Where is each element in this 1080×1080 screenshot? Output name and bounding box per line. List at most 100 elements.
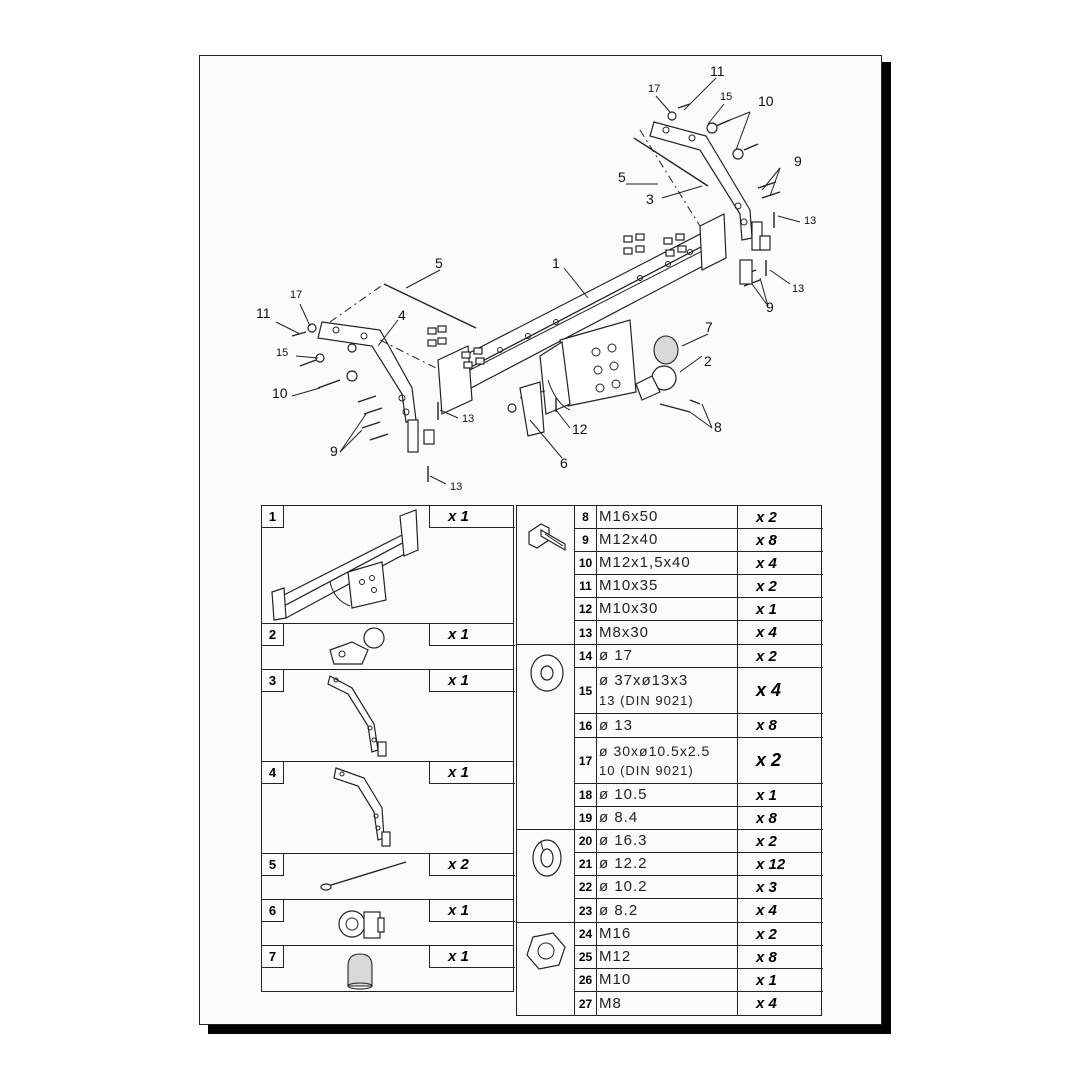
hw-spec: ø 17 <box>599 645 737 667</box>
hw-number: 10 <box>575 552 597 574</box>
hw-spec-line: ø 10.5 <box>599 786 648 803</box>
hw-spec-line: M10x30 <box>599 600 659 617</box>
callout-10-right: 10 <box>758 93 774 109</box>
hw-spec: M10x30 <box>599 598 737 620</box>
nut-cluster-left <box>427 325 485 369</box>
callout-15-right: 15 <box>720 91 732 103</box>
callout-13-c: 13 <box>462 413 474 425</box>
washer-group-cell <box>517 645 575 830</box>
hw-number: 25 <box>575 946 597 968</box>
right-bracket-part <box>649 121 763 251</box>
callout-8: 8 <box>714 419 722 435</box>
hw-row: 11 M10x35 x 2 <box>575 575 823 598</box>
hw-spec-line: M10x35 <box>599 577 659 594</box>
part-quantity: x 1 <box>429 762 515 784</box>
hw-number: 14 <box>575 645 597 667</box>
socket-plate-part <box>507 381 557 437</box>
hardware-table: 8 M16x50 x 2 9 M12x40 x 8 10 M12x1,5x40 … <box>516 505 823 1016</box>
crossmember-part <box>437 213 727 415</box>
callout-5-left: 5 <box>435 255 443 271</box>
left-bracket-part <box>317 321 419 453</box>
hw-quantity: x 4 <box>737 621 823 644</box>
hw-number: 11 <box>575 575 597 597</box>
part-quantity: x 1 <box>429 506 515 528</box>
major-parts-table: 1 x 1 2 x 1 3 x 1 4 x 1 <box>261 505 515 992</box>
hw-row: 22 ø 10.2 x 3 <box>575 876 823 899</box>
callout-6: 6 <box>560 455 568 471</box>
hw-spec: M12x40 <box>599 529 737 551</box>
hw-quantity: x 3 <box>737 876 823 898</box>
leader-lines <box>275 77 801 485</box>
part-row-5: 5 x 2 <box>262 854 515 900</box>
hw-spec-line: ø 8.2 <box>599 901 639 919</box>
hw-spec-line: M12x40 <box>599 531 659 548</box>
hw-spec: M8x30 <box>599 621 737 644</box>
hw-row: 18 ø 10.5 x 1 <box>575 784 823 807</box>
hw-quantity: x 2 <box>737 830 823 852</box>
hw-quantity: x 4 <box>737 899 823 922</box>
hw-spec-line: ø 8.4 <box>599 809 639 826</box>
hw-quantity: x 8 <box>737 807 823 829</box>
hw-row: 19 ø 8.4 x 8 <box>575 807 823 830</box>
hw-spec: ø 8.4 <box>599 807 737 829</box>
hw-quantity: x 1 <box>737 598 823 620</box>
hw-spec: ø 30xø10.5x2.5 10 (DIN 9021) <box>599 738 737 783</box>
hw-row: 9 M12x40 x 8 <box>575 529 823 552</box>
hw-row: 16 ø 13 x 8 <box>575 714 823 738</box>
part-row-2: 2 x 1 <box>262 624 515 670</box>
bracket-right-icon <box>327 675 387 757</box>
part-number: 3 <box>262 670 284 692</box>
tie-rod-icon <box>320 861 407 891</box>
hw-number: 21 <box>575 853 597 875</box>
hw-row: 25 M12 x 8 <box>575 946 823 969</box>
right-hangers <box>739 259 753 285</box>
callout-7: 7 <box>705 319 713 335</box>
hw-number: 20 <box>575 830 597 852</box>
hw-quantity: x 2 <box>737 575 823 597</box>
part-quantity: x 1 <box>429 670 515 692</box>
hw-quantity: x 2 <box>737 923 823 945</box>
callout-2: 2 <box>704 353 712 369</box>
crossmember-icon <box>271 509 419 621</box>
hw-row: 24 M16 x 2 <box>575 923 823 946</box>
hw-spec-line: ø 30xø10.5x2.5 <box>599 742 711 759</box>
hw-number: 16 <box>575 714 597 737</box>
hw-quantity: x 12 <box>737 853 823 875</box>
hw-spec-line: 10 (DIN 9021) <box>599 762 694 778</box>
callout-11-left: 11 <box>256 305 271 321</box>
callout-13-a: 13 <box>804 215 816 227</box>
part-number: 2 <box>262 624 284 646</box>
bolt-icon <box>528 523 566 552</box>
hw-quantity: x 4 <box>737 668 823 713</box>
hw-spec: ø 12.2 <box>599 853 737 875</box>
hw-number: 22 <box>575 876 597 898</box>
hw-spec-line: M12 <box>599 948 632 965</box>
hw-row: 12 M10x30 x 1 <box>575 598 823 621</box>
part-number: 1 <box>262 506 284 528</box>
part-number: 7 <box>262 946 284 968</box>
hw-row: 27 M8 x 4 <box>575 992 823 1015</box>
hw-row: 8 M16x50 x 2 <box>575 506 823 529</box>
hw-spec: M16x50 <box>599 506 737 528</box>
hw-row: 21 ø 12.2 x 12 <box>575 853 823 876</box>
hw-spec: M8 <box>599 992 737 1015</box>
callout-1: 1 <box>552 255 560 271</box>
spring-washer-group-cell <box>517 830 575 923</box>
part-row-1: 1 x 1 <box>262 506 515 624</box>
callout-9-left: 9 <box>330 443 338 459</box>
hw-spec-line: M8x30 <box>599 623 650 641</box>
hw-spec-line: ø 10.2 <box>599 878 648 895</box>
hw-row: 23 ø 8.2 x 4 <box>575 899 823 923</box>
hw-row: 10 M12x1,5x40 x 4 <box>575 552 823 575</box>
callout-13-b: 13 <box>792 283 804 295</box>
callout-17-right: 17 <box>648 83 660 95</box>
spring-washer-icon <box>532 839 562 877</box>
hw-spec-line: M12x1,5x40 <box>599 554 691 571</box>
nut-cluster-right <box>623 233 687 257</box>
hw-spec-line: M8 <box>599 994 622 1012</box>
hw-spec: ø 8.2 <box>599 899 737 922</box>
part-row-6: 6 x 1 <box>262 900 515 946</box>
